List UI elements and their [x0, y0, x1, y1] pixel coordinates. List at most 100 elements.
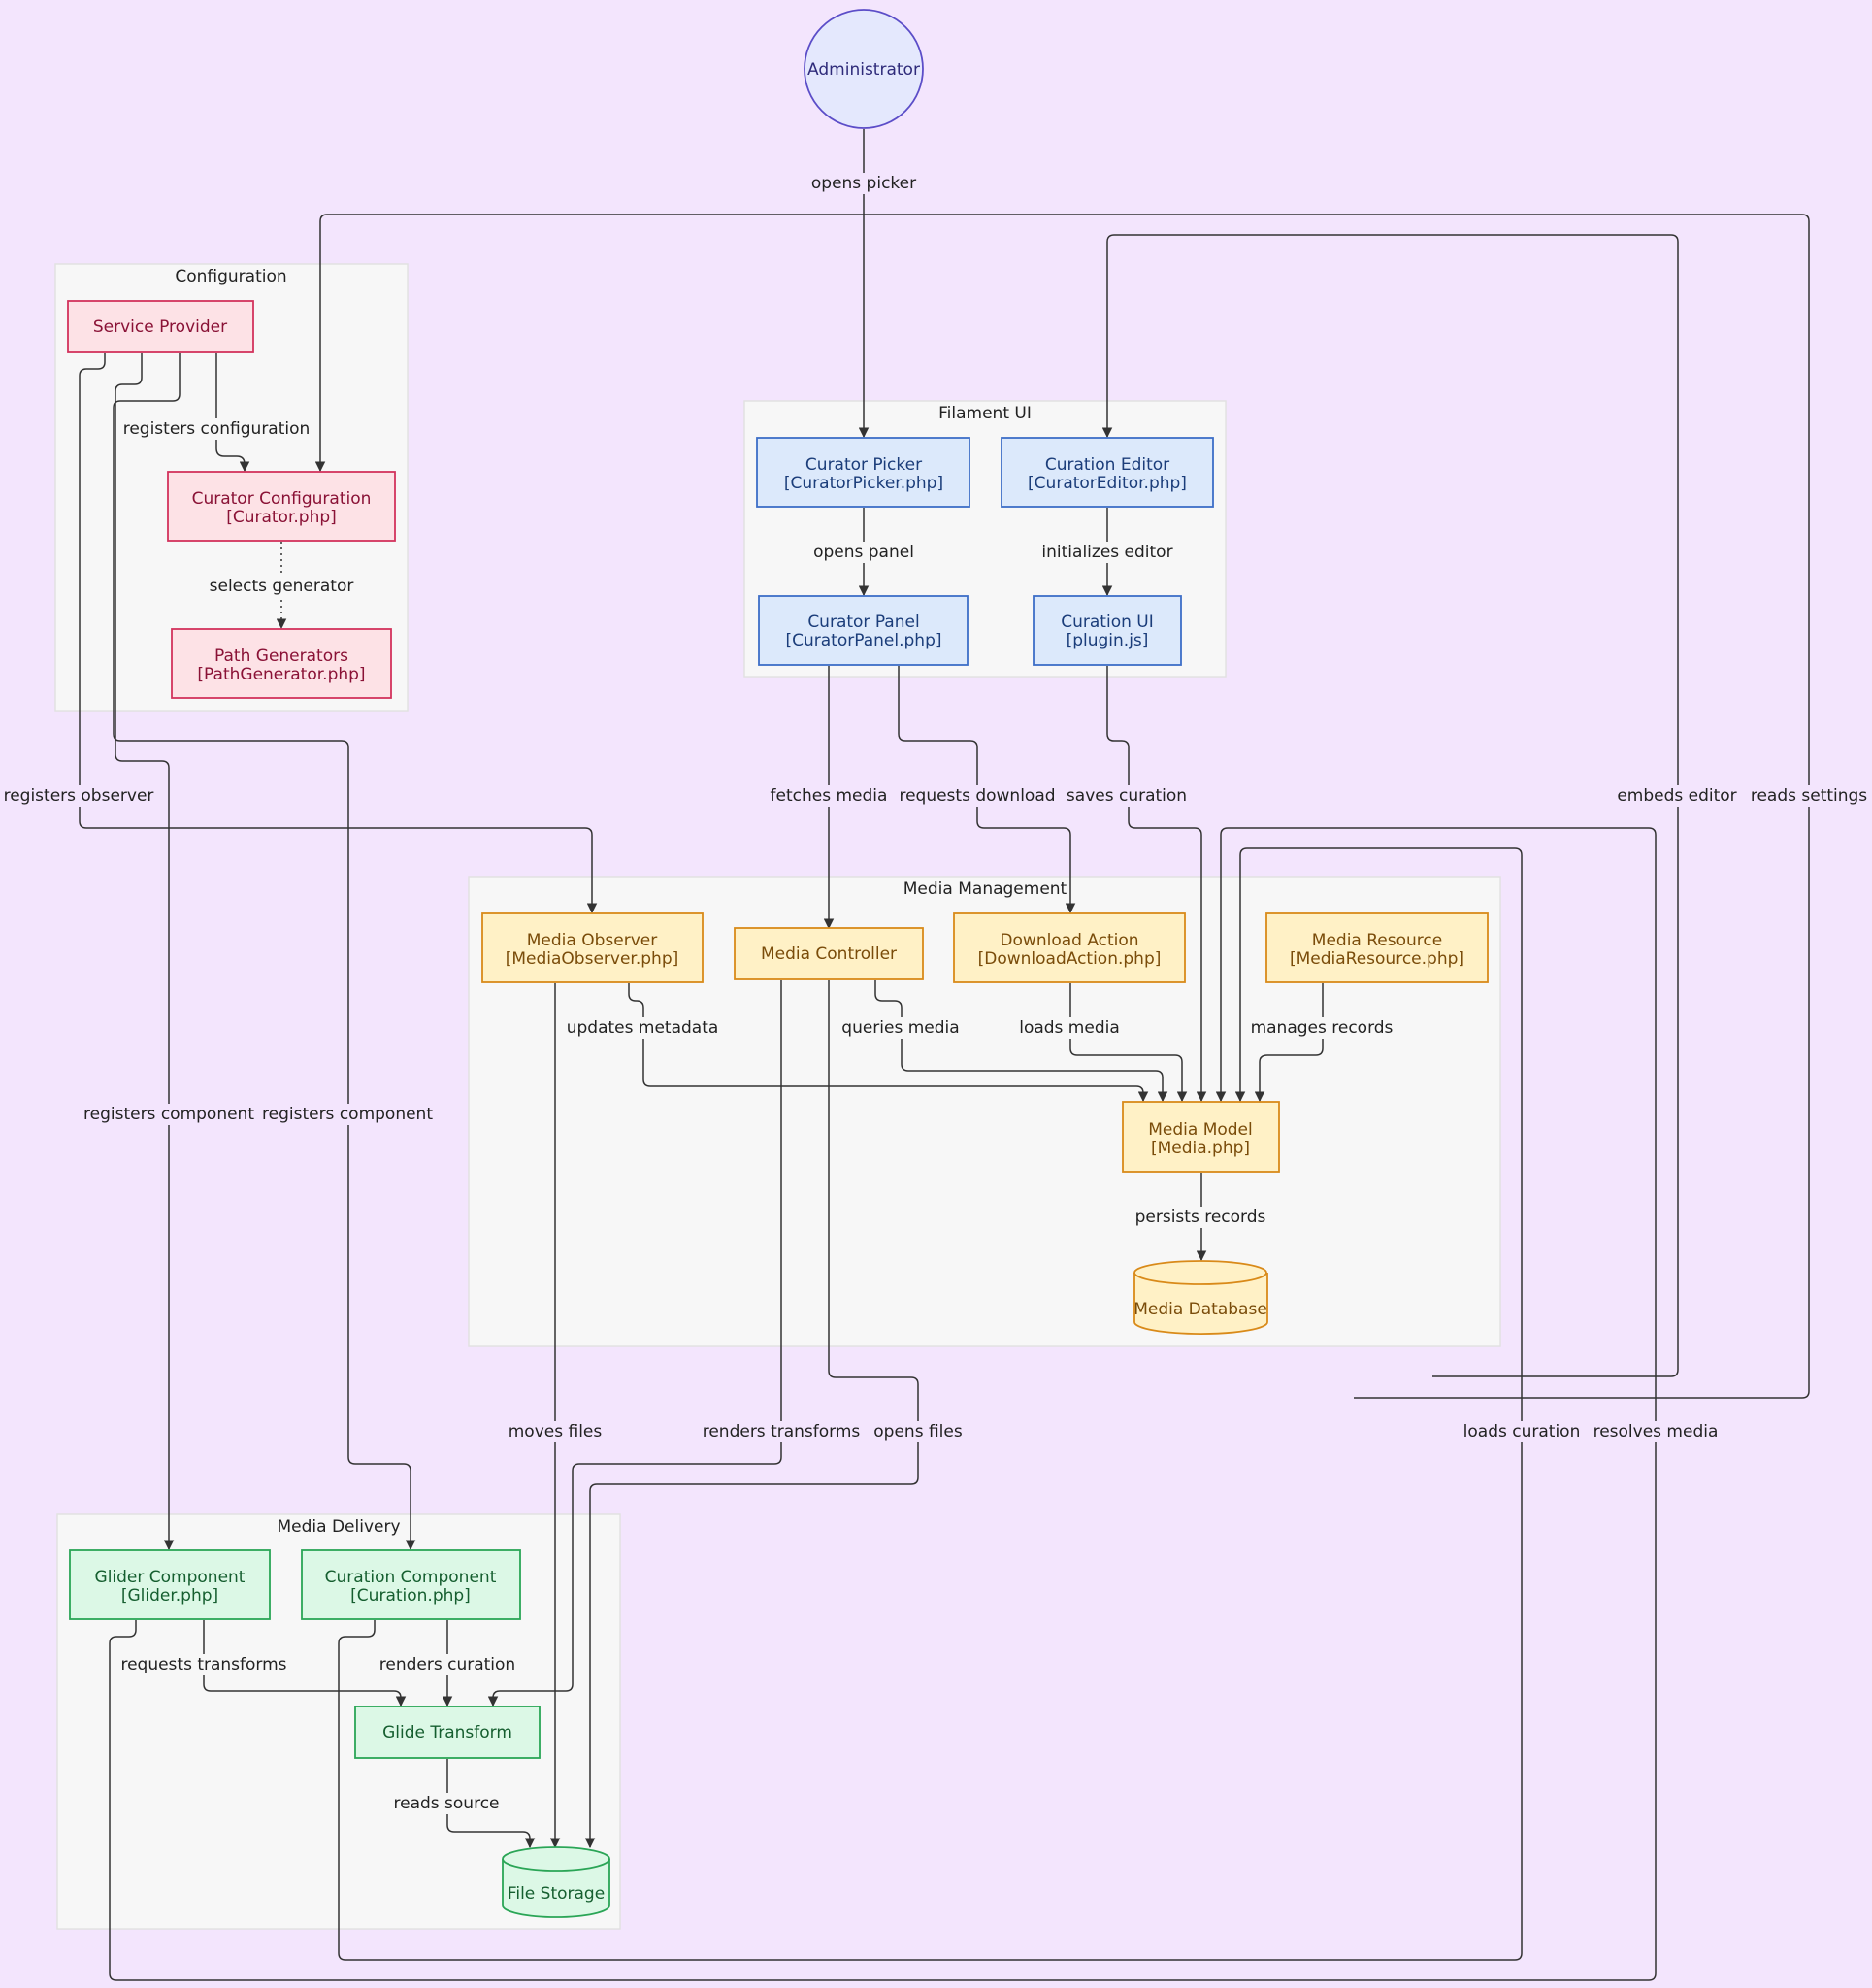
edge-label-plate — [563, 1017, 722, 1039]
edge-label-plate — [1038, 542, 1176, 563]
edge-label-plate — [1460, 1421, 1584, 1442]
node-path-generators[interactable]: Path Generators [PathGenerator.php] — [171, 628, 392, 699]
node-administrator[interactable]: Administrator — [804, 9, 924, 129]
node-curation-component[interactable]: Curation Component [Curation.php] — [301, 1549, 521, 1620]
edge-label-renders-transforms: renders transforms — [703, 1422, 861, 1441]
node-curator-configuration-title: Curator Configuration — [192, 489, 372, 509]
node-curation-ui-title: Curation UI — [1061, 613, 1153, 632]
node-glide-transform[interactable]: Glide Transform — [354, 1706, 541, 1759]
edge-label-plate — [119, 418, 313, 440]
node-media-database[interactable]: Media Database — [1133, 1260, 1268, 1335]
node-curation-editor[interactable]: Curation Editor [CuratorEditor.php] — [1001, 437, 1214, 508]
edge-label-plate — [870, 1421, 966, 1442]
edge-label-reads-source: reads source — [394, 1794, 500, 1813]
node-curation-component-title: Curation Component — [325, 1568, 497, 1587]
node-curator-picker-file: [CuratorPicker.php] — [784, 474, 943, 493]
edge-saves-curation — [1106, 666, 1207, 1103]
node-curator-panel[interactable]: Curator Panel [CuratorPanel.php] — [758, 595, 969, 666]
edge-loads-media — [1069, 983, 1188, 1103]
edge-label-opens-panel: opens panel — [813, 543, 914, 562]
edge-label-moves-files: moves files — [509, 1422, 603, 1441]
node-file-storage[interactable]: File Storage — [502, 1846, 610, 1918]
edge-requests-download — [898, 666, 1076, 914]
node-download-action-title: Download Action — [1000, 931, 1138, 950]
edge-label-registers-component-curation: registers component — [262, 1105, 433, 1124]
node-media-resource[interactable]: Media Resource [MediaResource.php] — [1265, 912, 1489, 983]
edge-label-plate — [206, 576, 357, 597]
edge-requests-transforms — [203, 1620, 407, 1707]
edge-updates-metadata — [628, 983, 1149, 1103]
edge-registers-component-glider — [115, 353, 175, 1551]
node-media-model-title: Media Model — [1148, 1120, 1253, 1140]
node-glider-component-file: [Glider.php] — [121, 1586, 218, 1606]
edge-label-plate — [767, 785, 891, 807]
edge-reads-source — [446, 1759, 536, 1849]
edge-label-initializes-editor: initializes editor — [1041, 543, 1172, 562]
node-curation-editor-title: Curation Editor — [1045, 455, 1169, 475]
group-title-media-management: Media Management — [903, 879, 1067, 899]
edge-resolves-media — [109, 827, 1657, 1981]
edge-label-plate — [0, 785, 157, 807]
edge-label-resolves-media: resolves media — [1593, 1422, 1719, 1441]
edge-label-manages-records: manages records — [1251, 1018, 1394, 1038]
edge-label-requests-transforms: requests transforms — [120, 1655, 286, 1674]
node-glider-component-title: Glider Component — [95, 1568, 246, 1587]
node-media-resource-file: [MediaResource.php] — [1290, 949, 1464, 969]
edge-label-plate — [807, 173, 920, 194]
node-media-model-file: [Media.php] — [1151, 1139, 1250, 1158]
node-path-generators-title: Path Generators — [214, 646, 348, 666]
node-media-observer[interactable]: Media Observer [MediaObserver.php] — [481, 912, 704, 983]
edge-label-queries-media: queries media — [841, 1018, 959, 1038]
node-service-provider-label: Service Provider — [93, 317, 227, 337]
edge-manages-records — [1254, 983, 1324, 1103]
node-curation-component-file: [Curation.php] — [350, 1586, 471, 1606]
node-path-generators-file: [PathGenerator.php] — [197, 665, 365, 684]
node-curation-editor-file: [CuratorEditor.php] — [1028, 474, 1187, 493]
edge-label-requests-download: requests download — [899, 786, 1055, 806]
node-media-observer-title: Media Observer — [527, 931, 657, 950]
edge-label-plate — [896, 785, 1059, 807]
edge-registers-observer — [79, 353, 598, 914]
node-download-action[interactable]: Download Action [DownloadAction.php] — [953, 912, 1186, 983]
edge-renders-transforms — [487, 980, 782, 1707]
node-curator-configuration-file: [Curator.php] — [226, 508, 337, 527]
node-glider-component[interactable]: Glider Component [Glider.php] — [69, 1549, 271, 1620]
node-media-observer-file: [MediaObserver.php] — [506, 949, 679, 969]
edge-label-plate — [505, 1421, 606, 1442]
group-title-filament-ui: Filament UI — [938, 404, 1032, 423]
edge-label-loads-curation: loads curation — [1463, 1422, 1581, 1441]
node-curation-ui[interactable]: Curation UI [plugin.js] — [1033, 595, 1182, 666]
node-file-storage-label: File Storage — [508, 1884, 605, 1904]
edge-label-plate — [1016, 1017, 1123, 1039]
node-curator-picker[interactable]: Curator Picker [CuratorPicker.php] — [756, 437, 970, 508]
edge-label-plate — [838, 1017, 963, 1039]
edge-label-plate — [1747, 785, 1871, 807]
edge-label-registers-component-glider: registers component — [83, 1105, 254, 1124]
node-media-resource-title: Media Resource — [1312, 931, 1442, 950]
node-administrator-label: Administrator — [807, 60, 920, 80]
node-curation-ui-file: [plugin.js] — [1067, 631, 1149, 650]
node-media-database-label: Media Database — [1133, 1300, 1267, 1319]
edge-label-plate — [1063, 785, 1191, 807]
edge-label-registers-configuration: registers configuration — [123, 419, 311, 439]
edge-label-plate — [1590, 1421, 1722, 1442]
edge-label-plate — [699, 1421, 864, 1442]
edge-label-persists-records: persists records — [1135, 1208, 1266, 1227]
edge-label-updates-metadata: updates metadata — [567, 1018, 719, 1038]
node-curator-panel-title: Curator Panel — [807, 613, 919, 632]
node-media-controller-label: Media Controller — [761, 944, 897, 964]
node-service-provider[interactable]: Service Provider — [67, 300, 254, 353]
node-media-controller[interactable]: Media Controller — [734, 927, 924, 980]
edge-label-loads-media: loads media — [1019, 1018, 1120, 1038]
node-curator-picker-title: Curator Picker — [805, 455, 922, 475]
edge-label-plate — [1132, 1207, 1269, 1228]
node-curator-panel-file: [CuratorPanel.php] — [786, 631, 942, 650]
node-curator-configuration[interactable]: Curator Configuration [Curator.php] — [167, 471, 396, 542]
edge-label-renders-curation: renders curation — [379, 1655, 515, 1674]
edge-labels: opens picker registers configuration sel… — [0, 173, 1871, 1814]
node-media-model[interactable]: Media Model [Media.php] — [1122, 1101, 1280, 1173]
node-download-action-file: [DownloadAction.php] — [978, 949, 1162, 969]
edge-label-embeds-editor: embeds editor — [1617, 786, 1736, 806]
edge-embeds-editor — [1101, 234, 1679, 1377]
edge-label-reads-settings: reads settings — [1751, 786, 1867, 806]
